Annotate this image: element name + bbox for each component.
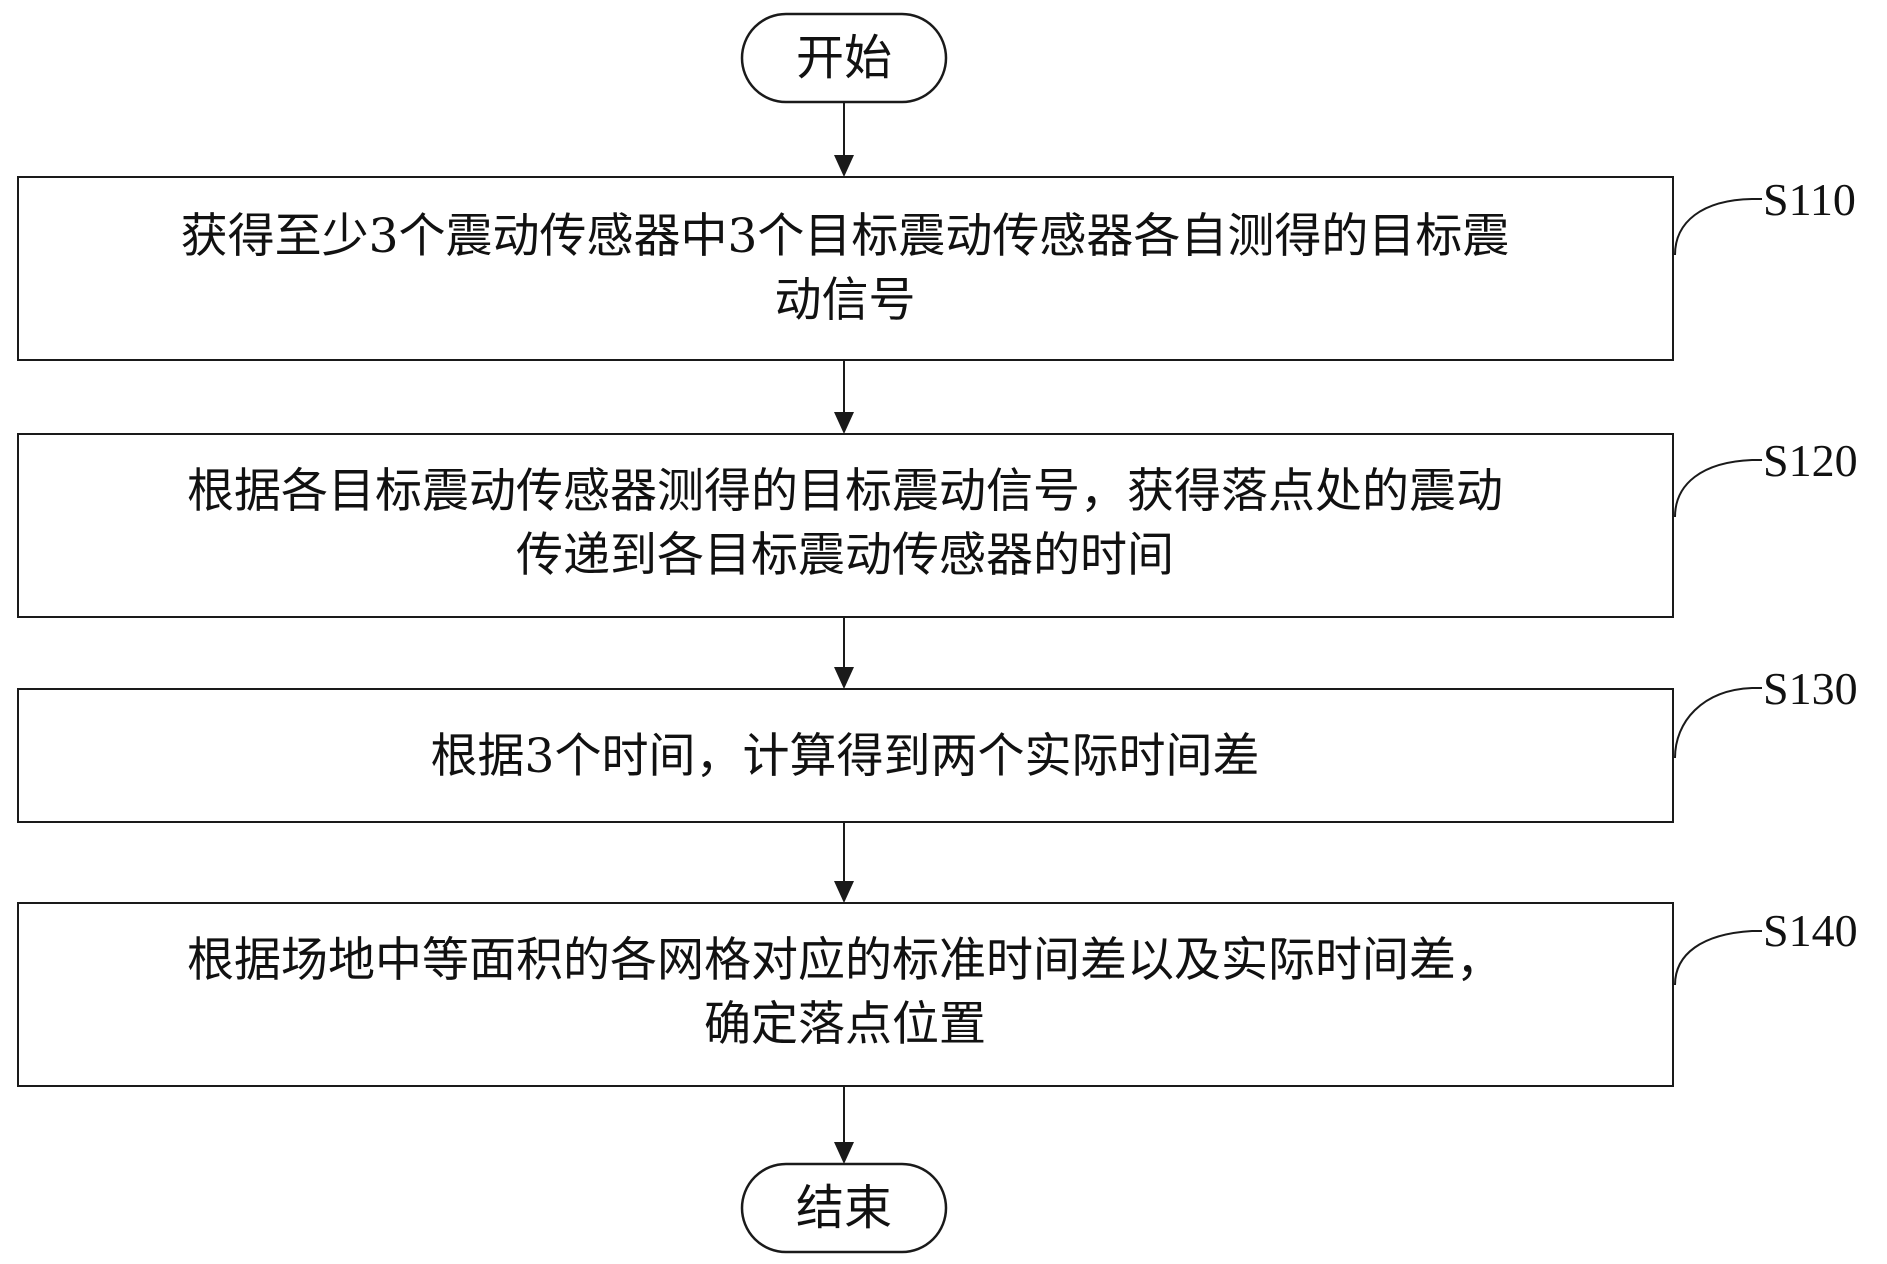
arrow-start-to-s110 — [834, 102, 854, 177]
step-box-s130 — [17, 688, 1674, 823]
step-id-leader — [1674, 687, 1762, 759]
step-s110: 获得至少3个震动传感器中3个目标震动传感器各自测得的目标震 动信号 S110 — [17, 174, 1856, 361]
step-text-line: 确定落点位置 — [704, 997, 986, 1052]
end-label: 结束 — [796, 1180, 892, 1236]
step-box-s110 — [17, 176, 1674, 361]
step-id-label: S110 — [1763, 174, 1856, 225]
step-text-line: 传递到各目标震动传感器的时间 — [516, 528, 1174, 583]
step-text-line: 根据3个时间，计算得到两个实际时间差 — [431, 729, 1260, 784]
step-id-label: S140 — [1763, 905, 1858, 956]
step-text-line: 动信号 — [775, 273, 916, 328]
step-text-line: 根据场地中等面积的各网格对应的标准时间差以及实际时间差， — [187, 933, 1503, 988]
end-node: 结束 — [740, 1162, 948, 1254]
arrow-s140-to-end — [834, 1086, 854, 1164]
step-text-line: 获得至少3个震动传感器中3个目标震动传感器各自测得的目标震 — [181, 209, 1510, 264]
step-s130: 根据3个时间，计算得到两个实际时间差 S130 — [17, 663, 1858, 823]
arrow-s120-to-s130 — [834, 617, 854, 689]
arrow-s130-to-s140 — [834, 822, 854, 903]
start-node: 开始 — [740, 12, 948, 104]
end-terminal-shape — [740, 1162, 948, 1254]
step-id-leader — [1674, 459, 1762, 518]
step-id-label: S130 — [1763, 663, 1858, 714]
step-id-label: S120 — [1763, 435, 1858, 486]
arrow-s110-to-s120 — [834, 360, 854, 434]
start-label: 开始 — [796, 30, 892, 86]
step-text-line: 根据各目标震动传感器测得的目标震动信号，获得落点处的震动 — [187, 464, 1503, 519]
step-box-s140 — [17, 902, 1674, 1087]
step-s140: 根据场地中等面积的各网格对应的标准时间差以及实际时间差， 确定落点位置 S140 — [17, 902, 1858, 1087]
step-id-leader — [1674, 198, 1762, 256]
step-id-leader — [1674, 930, 1762, 986]
step-s120: 根据各目标震动传感器测得的目标震动信号，获得落点处的震动 传递到各目标震动传感器… — [17, 433, 1858, 618]
step-box-s120 — [17, 433, 1674, 618]
